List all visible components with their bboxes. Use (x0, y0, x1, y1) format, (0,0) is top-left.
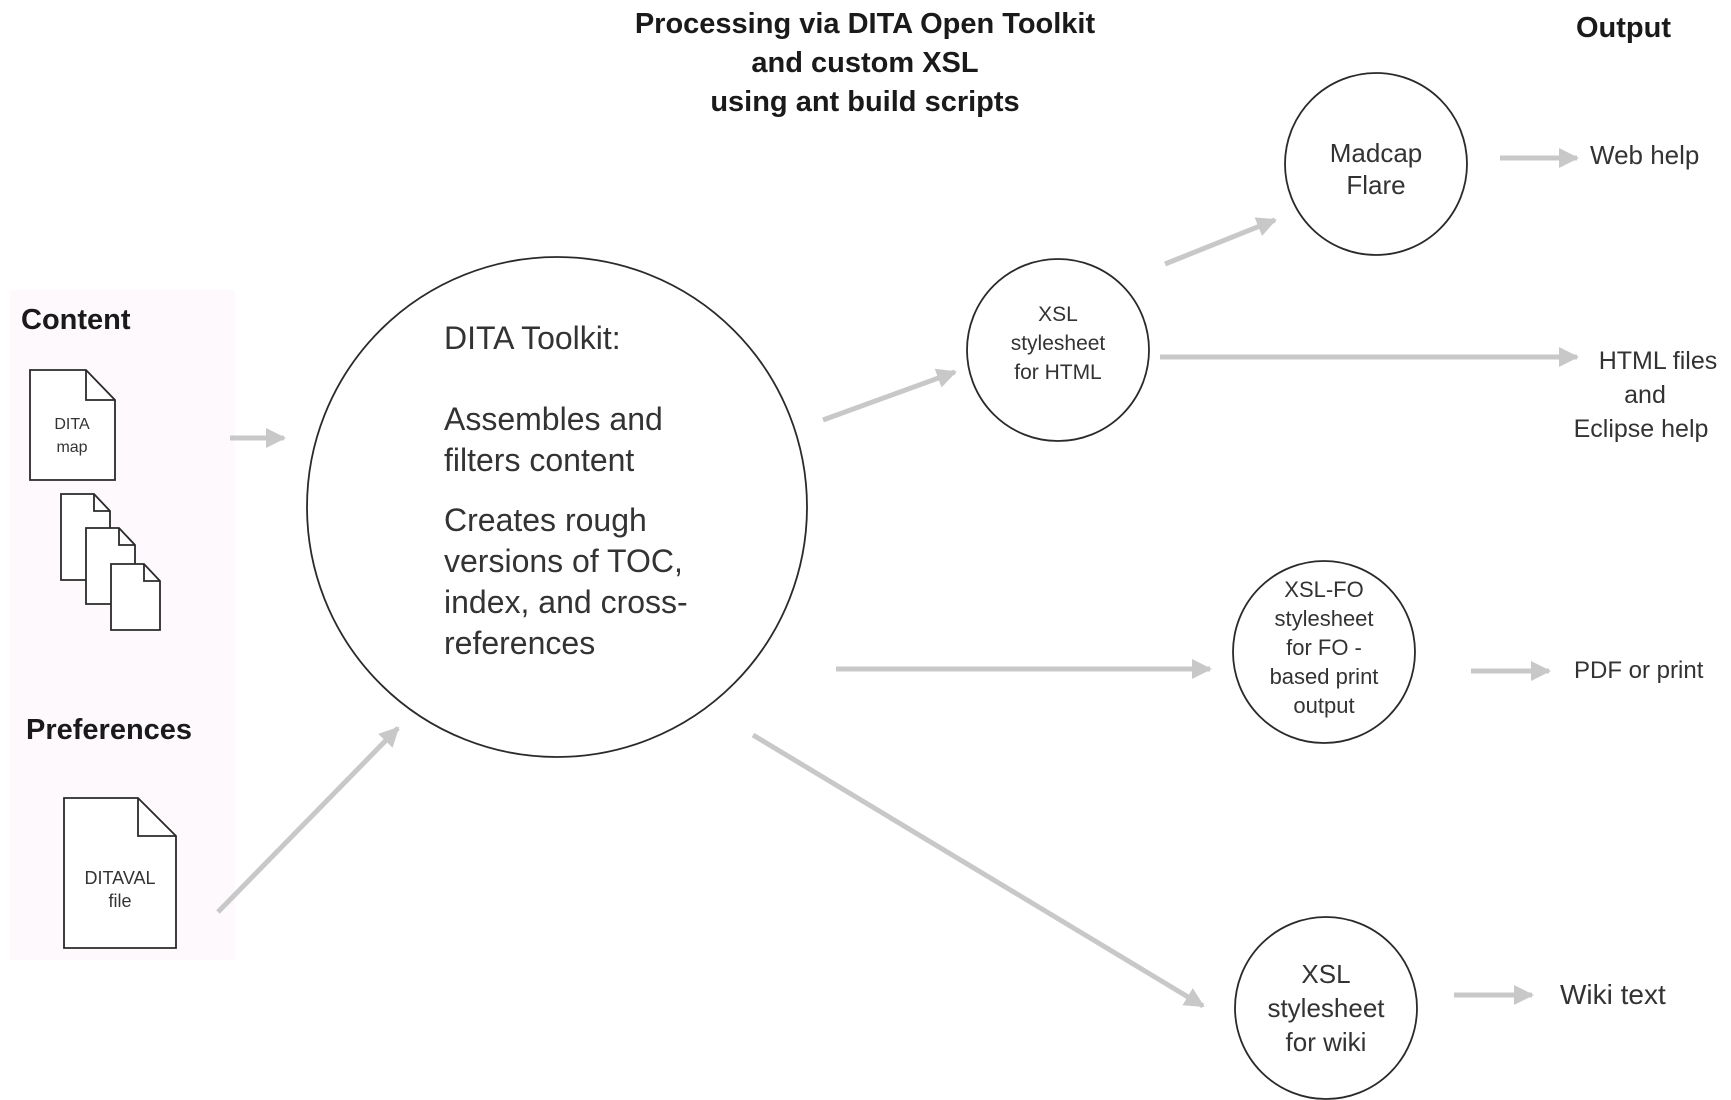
ditamap-label-line-2: map (56, 439, 88, 456)
xsl-wiki-circle (1234, 916, 1418, 1100)
ditaval-label: DITAVAL file (66, 867, 174, 913)
html-files-line-1: HTML files (1598, 347, 1718, 375)
web-help-output: Web help (1590, 140, 1700, 170)
toolkit-assembles-line-1: Assembles and (444, 401, 663, 437)
xsl-fo-label: XSL-FO stylesheet for FO - based print o… (1249, 575, 1399, 720)
preferences-heading: Preferences (26, 714, 193, 746)
ditaval-label-line-2: file (108, 891, 132, 911)
xsl-wiki-line-2: stylesheet (1267, 993, 1385, 1023)
xsl-fo-circle (1232, 560, 1416, 744)
xsl-wiki-line-3: for wiki (1285, 1027, 1367, 1057)
toolkit-creates-line-2: versions of TOC, (444, 543, 683, 579)
toolkit-creates-line-3: index, and cross- (444, 584, 688, 620)
xsl-wiki-label: XSL stylesheet for wiki (1251, 957, 1401, 1059)
html-files-output: HTML files and Eclipse help (1556, 344, 1726, 446)
arrow-xsl-html-to-madcap (1164, 217, 1277, 267)
ditamap-label: DITA map (32, 413, 112, 459)
xsl-html-circle (966, 258, 1150, 442)
content-panel (10, 290, 235, 710)
toolkit-title: DITA Toolkit: (444, 320, 621, 356)
arrow-toolkit-to-xsl-wiki (751, 732, 1205, 1009)
ditamap-document-icon (29, 369, 116, 481)
ditaval-document-icon (63, 797, 177, 949)
xsl-html-label: XSL stylesheet for HTML (988, 300, 1128, 387)
topic-documents-icon (60, 493, 161, 631)
processing-title-line-1: Processing via DITA Open Toolkit (634, 8, 1096, 40)
ditamap-label-line-1: DITA (54, 416, 90, 433)
toolkit-creates-line-1: Creates rough (444, 502, 647, 538)
output-heading: Output (1576, 12, 1672, 44)
processing-title-line-2: and custom XSL (751, 47, 979, 79)
xsl-fo-line-4: based print (1269, 664, 1379, 689)
arrow-toolkit-to-xsl-html (822, 368, 957, 423)
xsl-html-line-2: stylesheet (1010, 332, 1106, 355)
toolkit-creates-line-4: references (444, 625, 596, 661)
ditaval-label-line-1: DITAVAL (84, 868, 156, 888)
processing-title-line-3: using ant build scripts (710, 86, 1020, 118)
madcap-flare-label: Madcap Flare (1306, 137, 1446, 201)
content-heading: Content (21, 304, 131, 336)
madcap-flare-circle (1284, 72, 1468, 256)
xsl-fo-line-1: XSL-FO (1284, 577, 1364, 602)
xsl-html-line-3: for HTML (1014, 361, 1102, 384)
pdf-output: PDF or print (1574, 657, 1704, 684)
dita-toolkit-circle (306, 256, 808, 758)
madcap-line-1: Madcap (1329, 138, 1423, 168)
xsl-fo-line-5: output (1293, 693, 1355, 718)
arrow-preferences-to-toolkit (216, 726, 400, 914)
toolkit-assembles-line-2: filters content (444, 442, 635, 478)
processing-title: Processing via DITA Open Toolkit and cus… (560, 5, 1170, 122)
toolkit-text: DITA Toolkit: Assembles and filters cont… (444, 318, 688, 664)
xsl-html-line-1: XSL (1038, 303, 1078, 326)
html-files-line-2: and (1624, 381, 1666, 409)
wiki-text-output: Wiki text (1560, 979, 1666, 1010)
xsl-fo-line-2: stylesheet (1274, 606, 1374, 631)
xsl-wiki-line-1: XSL (1301, 959, 1351, 989)
html-files-line-3: Eclipse help (1573, 415, 1709, 443)
xsl-fo-line-3: for FO - (1286, 635, 1362, 660)
madcap-line-2: Flare (1346, 170, 1406, 200)
